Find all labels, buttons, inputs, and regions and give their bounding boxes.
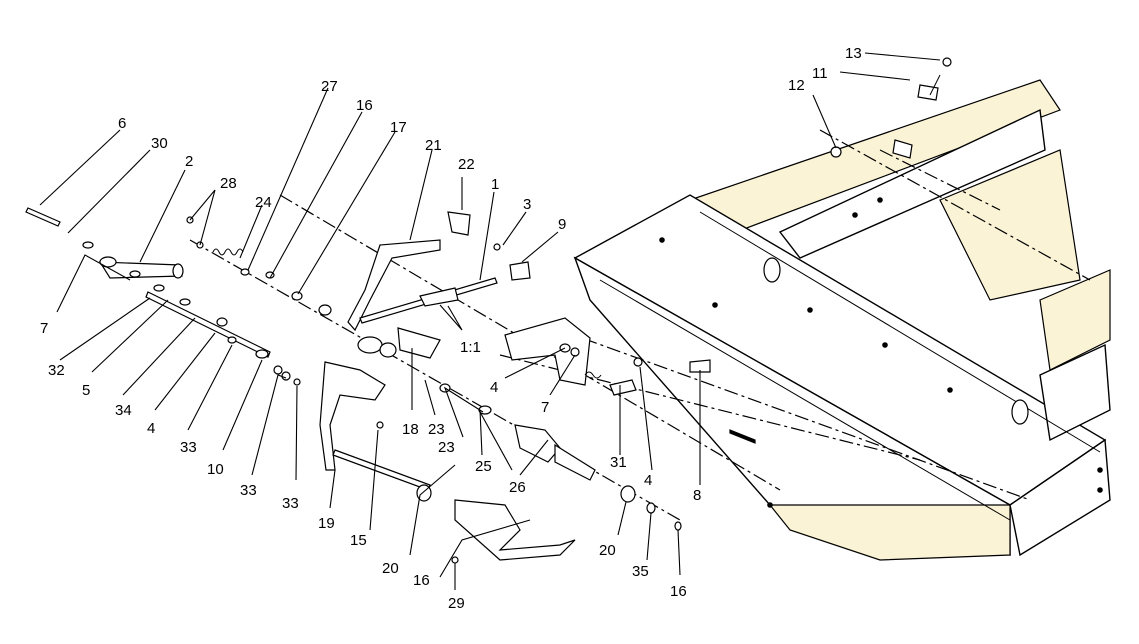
callout-4-right: 4 — [644, 472, 652, 489]
callout-2: 2 — [185, 153, 193, 170]
callout-20-left: 20 — [382, 560, 399, 577]
callout-22: 22 — [458, 156, 475, 173]
callout-23-a: 23 — [428, 421, 445, 438]
callout-31: 31 — [610, 454, 627, 471]
callout-19: 19 — [318, 515, 335, 532]
scale-note: 1:1 — [460, 339, 481, 356]
callout-29: 30 — [151, 135, 168, 152]
callout-7-left: 7 — [40, 320, 48, 337]
callout-32: 32 — [48, 362, 65, 379]
callout-6: 6 — [118, 115, 126, 132]
callout-12: 12 — [788, 77, 805, 94]
callout-35: 34 — [115, 402, 132, 419]
callout-33-a: 33 — [180, 439, 197, 456]
callout-9: 9 — [558, 216, 566, 233]
callout-15: 16 — [413, 572, 430, 589]
callout-21: 21 — [425, 137, 442, 154]
mounting-bracket — [504, 317, 711, 396]
callout-1: 1 — [491, 176, 499, 193]
callout-7-bracket: 7 — [541, 399, 549, 416]
shaft-assembly-parts — [25, 207, 332, 386]
callout-labels: 6 30 2 28 24 27 16 17 21 22 1 3 9 13 11 … — [40, 45, 862, 612]
callout-10: 10 — [207, 461, 224, 478]
callout-4-bracket: 4 — [490, 379, 498, 396]
callout-4-left: 4 — [147, 420, 155, 437]
callout-36: 35 — [632, 563, 649, 580]
callout-5: 5 — [82, 382, 90, 399]
callout-16-bottom: 16 — [670, 583, 687, 600]
callout-24: 24 — [255, 194, 272, 211]
callout-8: 8 — [693, 487, 701, 504]
callout-34: 33 — [282, 495, 299, 512]
callout-25: 25 — [475, 458, 492, 475]
callout-27: 27 — [321, 78, 338, 95]
callout-13: 13 — [845, 45, 862, 62]
lower-pedal-assembly — [319, 361, 682, 564]
top-right-hardware — [830, 57, 952, 159]
callout-20-right: 20 — [599, 542, 616, 559]
callout-18: 18 — [402, 421, 419, 438]
callout-11: 11 — [812, 65, 828, 82]
chassis-frame — [573, 79, 1111, 561]
callout-26: 26 — [509, 479, 526, 496]
callout-14: 15 — [350, 532, 367, 549]
upper-pedal-assembly — [347, 211, 531, 359]
callout-28: 28 — [220, 175, 237, 192]
callout-16-top: 16 — [356, 97, 373, 114]
callout-3: 3 — [523, 196, 531, 213]
callout-30: 29 — [448, 595, 465, 612]
callout-17: 17 — [390, 119, 407, 136]
callout-33-b: 33 — [240, 482, 257, 499]
callout-23-b: 23 — [438, 439, 455, 456]
leader-lines — [39, 52, 941, 590]
